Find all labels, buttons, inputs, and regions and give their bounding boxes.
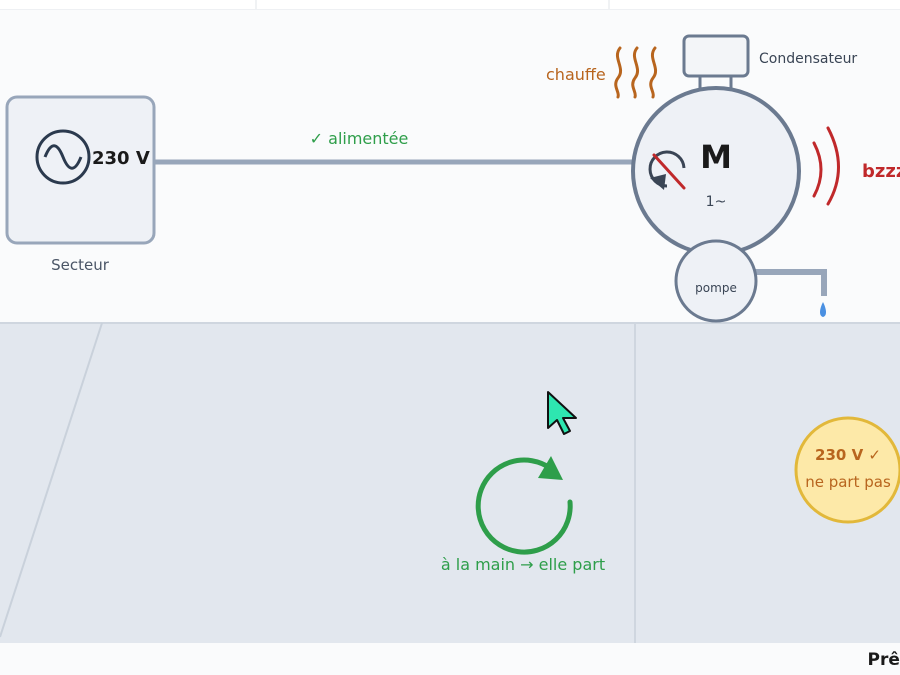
ac-symbol-icon [35,129,91,185]
sine-wave-icon [43,144,83,170]
badge-line1: 230 V ✓ [815,446,881,464]
status-badge: 230 V ✓ ne part pas [794,416,900,524]
motor-phase: 1~ [706,194,727,210]
manual-start-hint: à la main → elle part [441,555,605,574]
badge-line2: ne part pas [805,473,891,491]
mouse-cursor-icon [547,391,577,435]
top-strip [0,0,900,10]
pump[interactable]: pompe [674,239,827,323]
pump-body [674,239,758,323]
heat-label: chauffe [546,65,606,84]
status-text: Prêt [867,650,900,670]
no-rotation-icon [648,150,686,190]
capacitor-label: Condensateur [759,51,857,67]
badge-circle [794,416,900,524]
heat-waves-icon [614,46,658,99]
wire-status: ✓ alimentée [310,129,409,148]
source-box [5,95,156,245]
noise-label: bzzz [862,161,900,182]
pump-pipe [752,269,827,296]
motor-symbol: M [700,138,732,176]
motor[interactable]: M 1~ [631,86,801,256]
source-voltage: 230 V [92,148,150,169]
noise-waves-icon [812,126,840,206]
manual-rotate-icon [475,456,573,555]
panel-diagonal [0,322,103,638]
bottom-panel [0,323,900,643]
mains-source[interactable]: 230 V Secteur [5,95,156,274]
capacitor[interactable]: Condensateur [682,34,857,92]
pump-label: pompe [695,281,737,295]
capacitor-body [682,34,750,78]
water-drop-icon [820,302,826,317]
source-label: Secteur [51,256,110,274]
